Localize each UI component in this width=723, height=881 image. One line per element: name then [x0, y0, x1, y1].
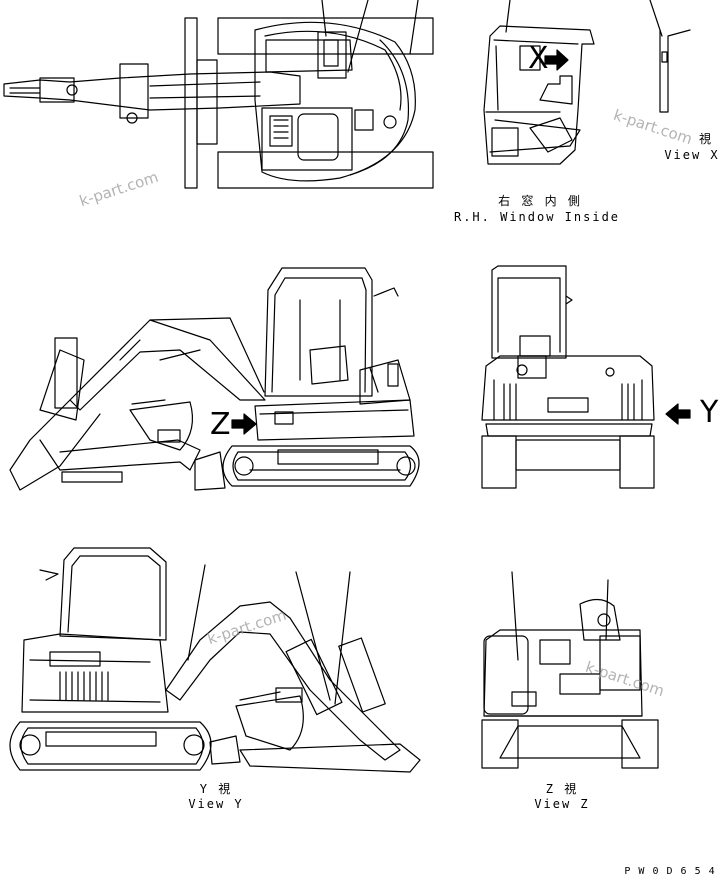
side-view-excavator: [9, 267, 420, 491]
view-y-label-jp: Y 視: [199, 782, 233, 796]
window-inside-view: [483, 0, 691, 165]
view-y-excavator: [9, 547, 421, 773]
part-code: P W 0 D 6 5 4: [624, 866, 716, 877]
view-z-marker: Z: [210, 407, 231, 442]
rear-view-excavator: [481, 265, 691, 489]
view-x-label-jp: 視: [698, 132, 713, 146]
view-y-label-en: View Y: [188, 797, 244, 811]
view-x-marker: X: [528, 41, 549, 76]
window-inside-label-en: R.H. Window Inside: [453, 210, 621, 224]
view-y-marker: Y: [700, 395, 719, 430]
view-z-label-en: View Z: [534, 797, 590, 811]
window-inside-label-jp: 右 窓 内 側: [498, 194, 582, 208]
top-view-excavator: [3, 0, 434, 189]
view-x-label-en: View X: [664, 148, 720, 162]
view-z-excavator: [481, 571, 659, 769]
view-z-label-jp: Z 視: [545, 782, 579, 796]
